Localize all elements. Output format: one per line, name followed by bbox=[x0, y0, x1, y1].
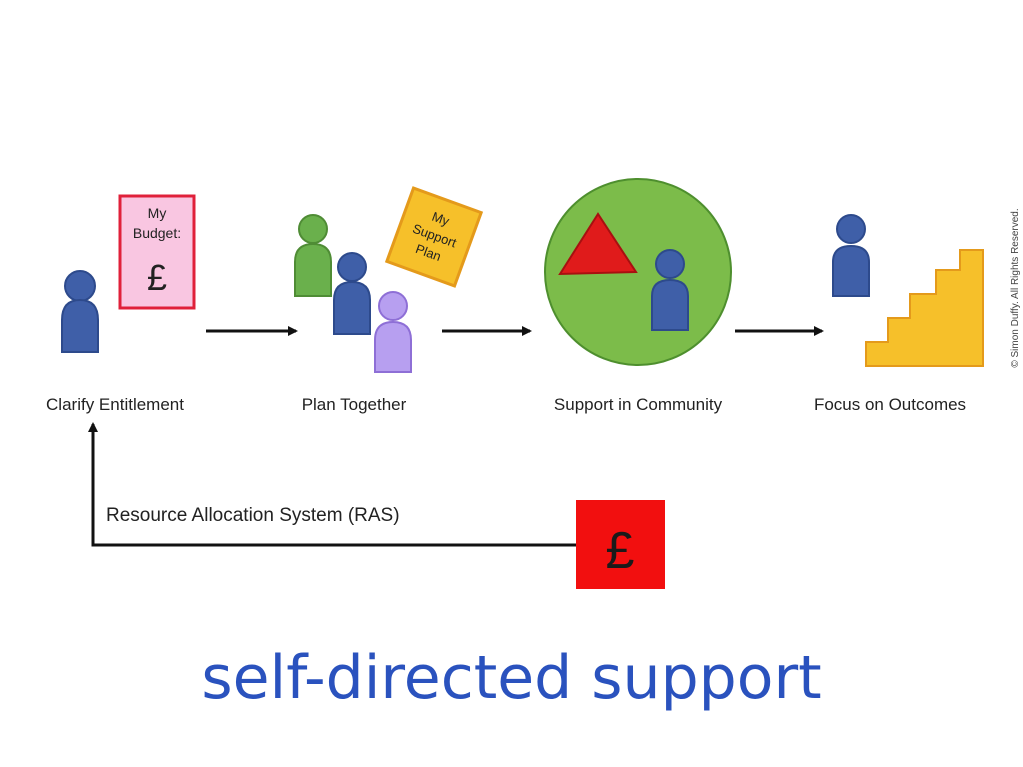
budget-card-pound-symbol: £ bbox=[147, 257, 167, 298]
my-support-plan-card: My Support Plan bbox=[384, 186, 484, 288]
step-focus-on-outcomes: Focus on Outcomes bbox=[814, 214, 984, 414]
ras-label: Resource Allocation System (RAS) bbox=[106, 505, 400, 526]
ras-feedback-loop: Resource Allocation System (RAS) £ bbox=[88, 422, 665, 589]
step-label-focus-on-outcomes: Focus on Outcomes bbox=[814, 395, 966, 414]
step-clarify-entitlement: My Budget: £ Clarify Entitlement bbox=[46, 194, 196, 414]
ras-feedback-arrow bbox=[88, 422, 576, 547]
page-title: self-directed support bbox=[201, 643, 822, 713]
triangle-icon bbox=[558, 212, 638, 276]
step-label-plan-together: Plan Together bbox=[302, 395, 407, 414]
step-support-in-community: Support in Community bbox=[544, 178, 732, 414]
budget-card-line2: Budget: bbox=[133, 225, 181, 241]
my-budget-card: My Budget: £ bbox=[118, 194, 196, 310]
stairs-icon bbox=[865, 249, 984, 367]
person-icon bbox=[651, 249, 689, 331]
plan-card-line1: My bbox=[430, 209, 452, 229]
ras-pound-box bbox=[576, 500, 665, 589]
budget-card-line1: My bbox=[148, 205, 167, 221]
person-icon-purple bbox=[374, 291, 412, 373]
step-label-support-in-community: Support in Community bbox=[554, 395, 723, 414]
person-icon bbox=[832, 214, 870, 297]
step-label-clarify-entitlement: Clarify Entitlement bbox=[46, 395, 184, 414]
person-icon bbox=[61, 270, 99, 353]
copyright-notice: © Simon Duffy. All Rights Reserved. bbox=[1010, 208, 1021, 367]
ras-pound-symbol: £ bbox=[606, 522, 635, 580]
person-icon-green bbox=[294, 214, 332, 297]
step-plan-together: My Support Plan Plan Together bbox=[294, 186, 484, 414]
person-icon-blue bbox=[333, 252, 371, 335]
